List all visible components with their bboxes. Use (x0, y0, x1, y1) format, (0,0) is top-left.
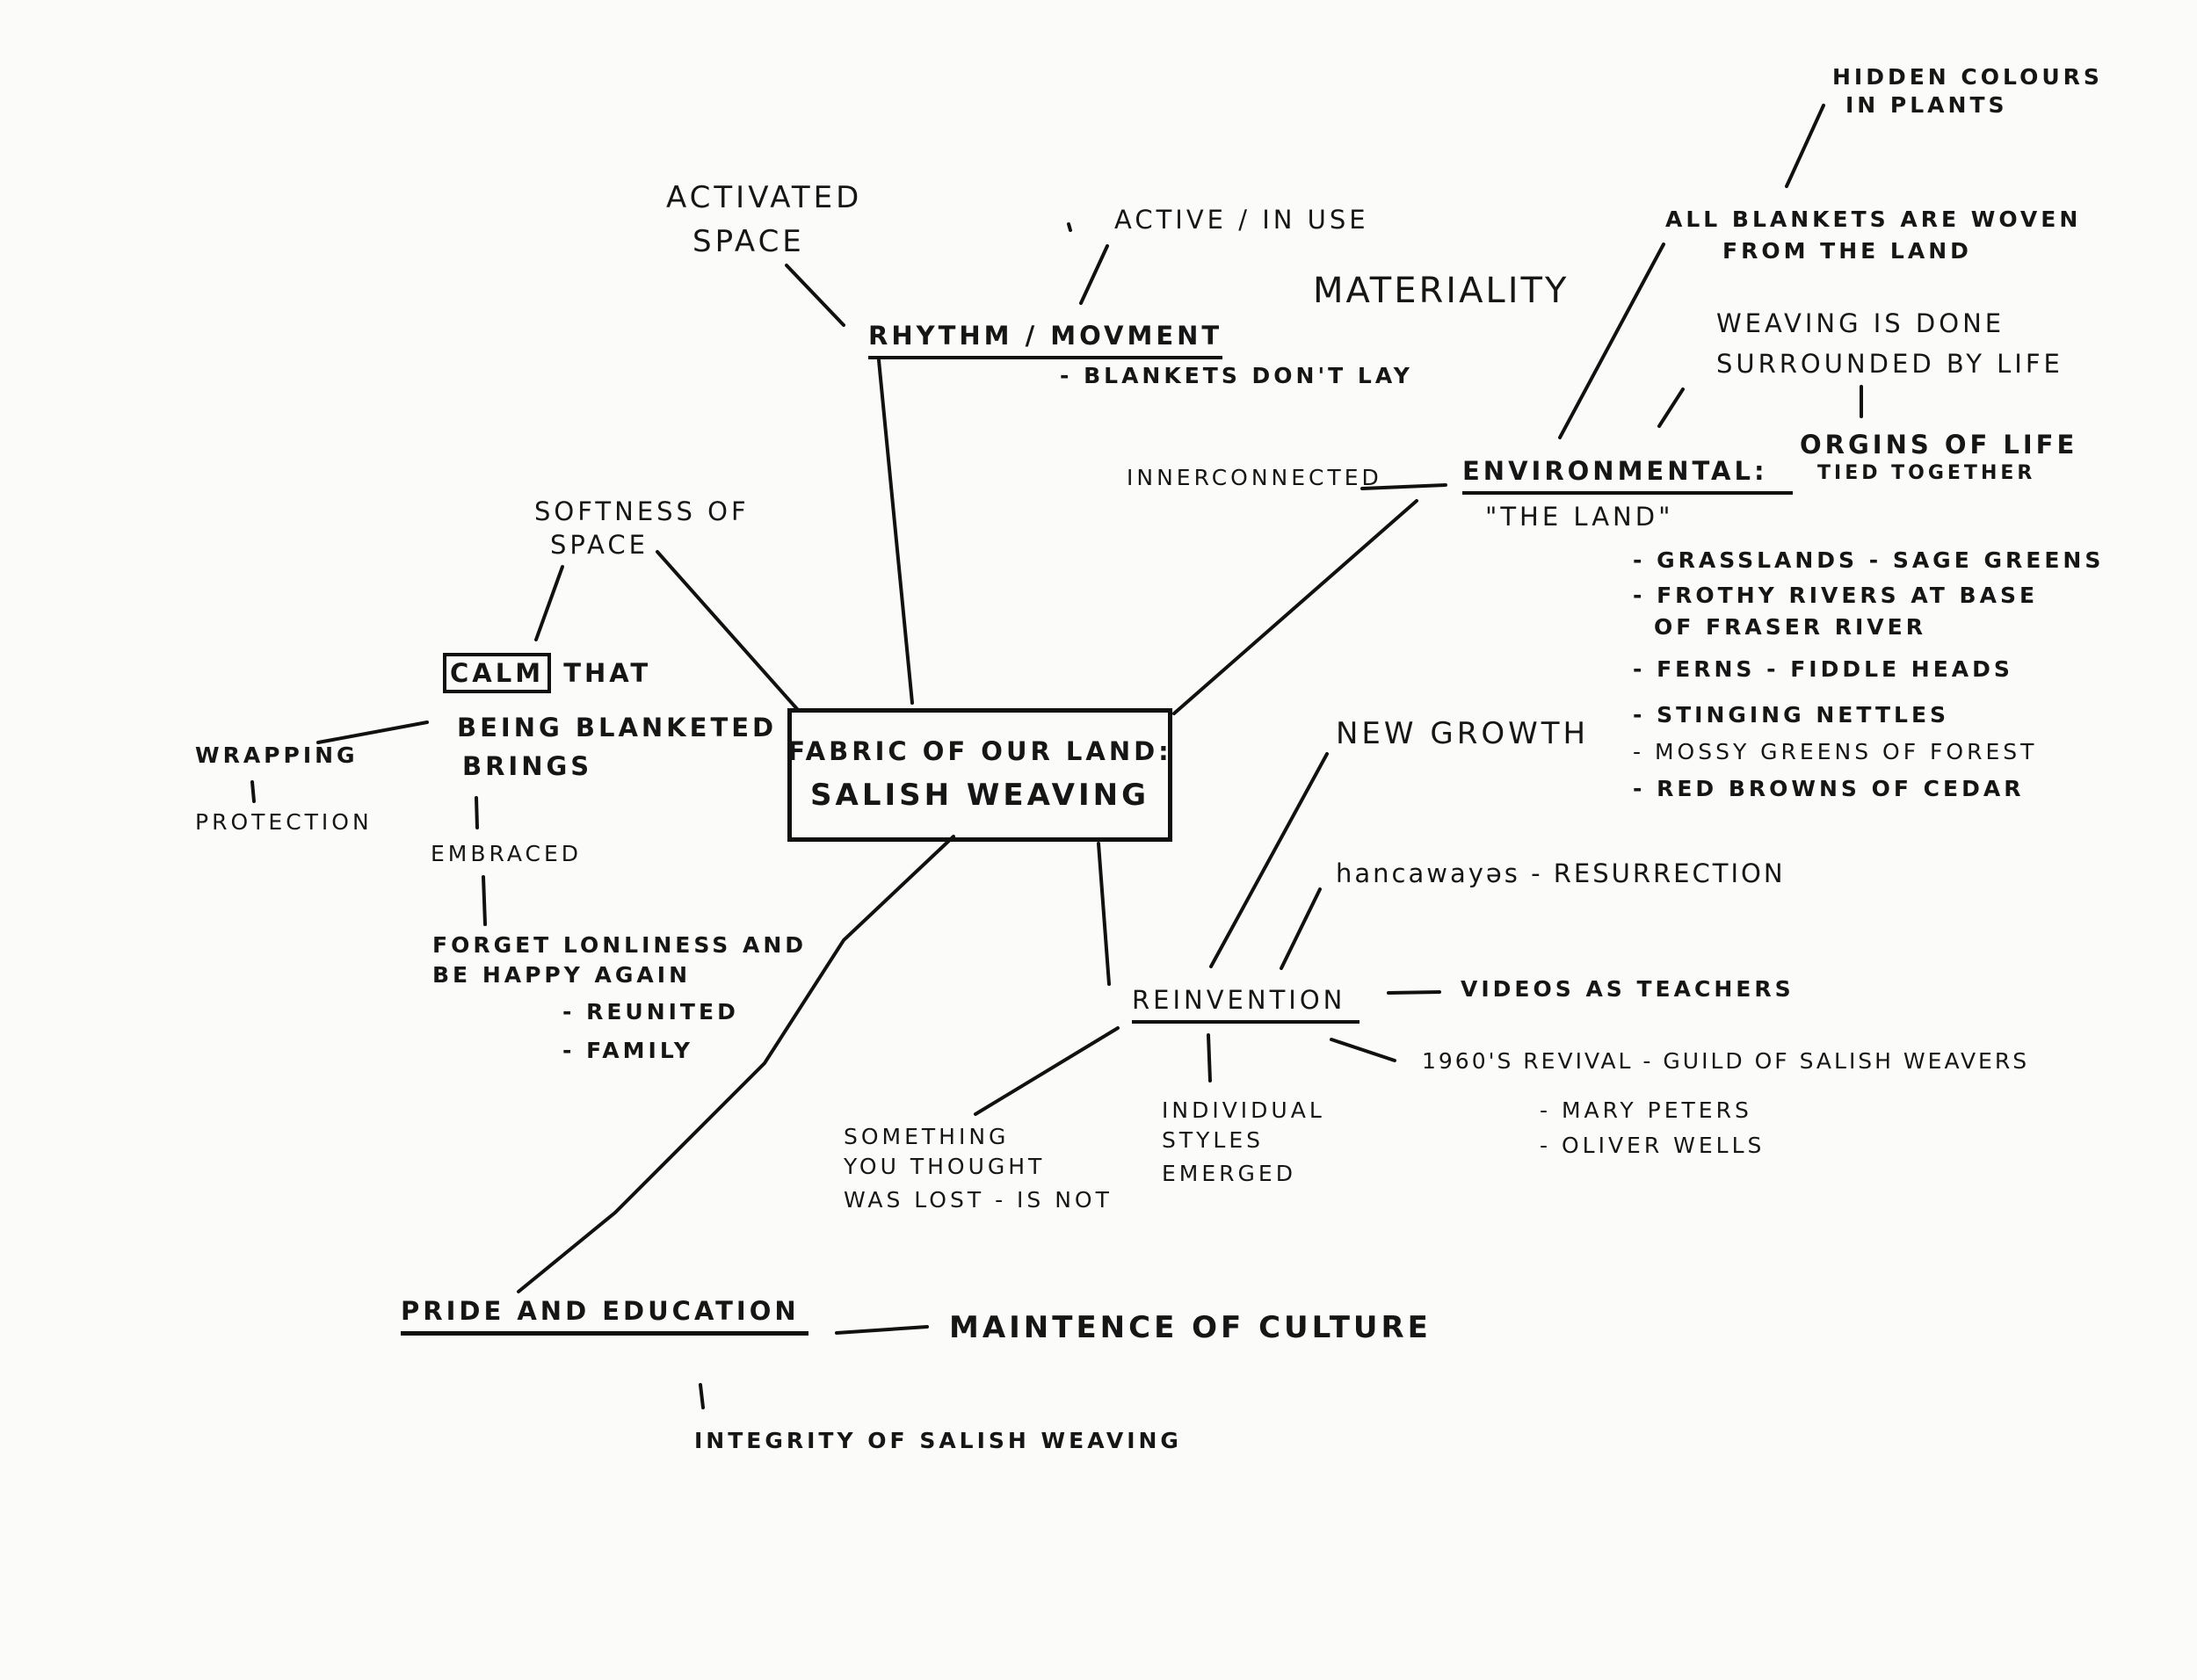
reunited-label: - REUNITED (562, 999, 739, 1025)
link-center-environmental (1172, 499, 1418, 715)
env-item-ferns: - FERNS - FIDDLE HEADS (1633, 656, 2013, 682)
calm-sentence-line2: BEING BLANKETED (457, 713, 778, 742)
link-allblankets-hidden (1785, 104, 1825, 188)
calm-sentence-line1: CALM THAT (443, 653, 652, 693)
something-line1: SOMETHING (844, 1124, 1010, 1149)
calm-sentence-line3: BRINGS (462, 751, 593, 781)
materiality-label: MATERIALITY (1313, 271, 1570, 311)
family-label: - FAMILY (562, 1038, 693, 1063)
env-item-mossy-greens: - MOSSY GREENS OF FOREST (1633, 739, 2038, 764)
reinvention-title: REINVENTION (1132, 985, 1360, 1025)
calm-rest: THAT (563, 658, 652, 688)
link-softness-calm (534, 565, 564, 641)
link-env-allblankets (1558, 243, 1665, 439)
rhythm-title: RHYTHM / MOVMENT (868, 321, 1223, 360)
individual-line3: EMERGED (1162, 1161, 1296, 1186)
mary-peters: - MARY PETERS (1540, 1097, 1752, 1123)
link-env-weaving (1657, 387, 1685, 428)
new-growth-label: NEW GROWTH (1336, 716, 1590, 751)
link-reinvention-something (974, 1026, 1120, 1116)
oliver-wells: - OLIVER WELLS (1540, 1133, 1766, 1158)
hidden-colours-line1: HIDDEN COLOURS (1832, 64, 2103, 90)
interconnected-label: INNERCONNECTED (1127, 465, 1382, 490)
something-line2: YOU THOUGHT (844, 1154, 1046, 1179)
calm-word: CALM (443, 653, 552, 693)
link-pride-maintence (835, 1325, 929, 1335)
tied-together: TIED TOGETHER (1817, 462, 2036, 484)
link-center-reinvention (1097, 842, 1111, 986)
individual-line2: STYLES (1162, 1127, 1265, 1153)
env-item-stinging-nettles: - STINGING NETTLES (1633, 702, 1950, 728)
wrapping-label: WRAPPING (195, 742, 359, 768)
videos-as-teachers: VIDEOS AS TEACHERS (1461, 976, 1795, 1002)
individual-line1: INDIVIDUAL (1162, 1097, 1325, 1123)
link-calm-wrapping (316, 721, 429, 744)
activated-line2: SPACE (692, 224, 805, 259)
link-rhythm-active (1079, 244, 1109, 305)
hidden-colours-line2: IN PLANTS (1845, 92, 2008, 118)
env-item-grasslands: - GRASSLANDS - SAGE GREENS (1633, 547, 2105, 573)
weaving-done-line2: SURROUNDED BY LIFE (1716, 349, 2063, 379)
forget-line2: BE HAPPY AGAIN (432, 962, 692, 988)
forget-line1: FORGET LONLINESS AND (432, 932, 807, 958)
env-item-fraser-river: OF FRASER RIVER (1654, 614, 1926, 640)
resurrection-label: hancawayəs - RESURRECTION (1336, 858, 1786, 888)
the-land-label: "THE LAND" (1485, 502, 1674, 532)
pride-title: PRIDE AND EDUCATION (401, 1296, 808, 1336)
maintence-of-culture: MAINTENCE OF CULTURE (949, 1310, 1432, 1345)
link-reinvention-newgrowth (1209, 752, 1329, 968)
origins-of-life: ORGINS OF LIFE (1800, 430, 2078, 460)
central-node: FABRIC OF OUR LAND: SALISH WEAVING (787, 708, 1172, 842)
env-item-red-browns: - RED BROWNS OF CEDAR (1633, 776, 2025, 801)
link-rhythm-active-tick (1067, 222, 1072, 232)
all-blankets-line2: FROM THE LAND (1722, 238, 1972, 264)
revival-label: 1960's REVIVAL - GUILD OF SALISH WEAVERS (1422, 1048, 2030, 1074)
softness-line1: SOFTNESS OF (534, 496, 750, 526)
link-env-interconnected (1360, 483, 1447, 490)
link-wrapping-protection (250, 780, 256, 803)
all-blankets-line1: ALL BLANKETS ARE WOVEN (1665, 206, 2082, 232)
embraced-label: EMBRACED (431, 841, 583, 866)
softness-line2: SPACE (550, 530, 649, 560)
link-reinvention-individual (1207, 1033, 1212, 1083)
link-center-softness (656, 550, 800, 712)
blankets-dont-lay: - BLANKETS DON'T LAY (1060, 363, 1413, 388)
activated-line1: ACTIVATED (666, 180, 863, 215)
link-rhythm-activated (785, 264, 845, 327)
environmental-title: ENVIRONMENTAL: (1462, 456, 1793, 496)
link-center-pride (517, 835, 955, 1293)
link-reinvention-revival (1330, 1038, 1396, 1062)
env-item-frothy-rivers: - FROTHY RIVERS AT BASE (1633, 583, 2039, 608)
link-pride-integrity (699, 1383, 705, 1409)
link-reinvention-videos (1387, 990, 1441, 995)
protection-label: PROTECTION (195, 809, 373, 835)
active-in-use: ACTIVE / IN USE (1114, 205, 1369, 235)
weaving-done-line1: WEAVING IS DONE (1716, 308, 2005, 338)
central-title-line1: FABRIC OF OUR LAND: (787, 735, 1172, 766)
central-title-line2: SALISH WEAVING (810, 778, 1149, 814)
something-line3: WAS LOST - IS NOT (844, 1187, 1113, 1213)
link-calm-embraced (475, 796, 479, 829)
link-embraced-forget (482, 875, 487, 926)
link-center-rhythm (877, 358, 914, 705)
integrity-label: INTEGRITY OF SALISH WEAVING (694, 1428, 1182, 1453)
link-reinvention-resurrection (1280, 887, 1322, 970)
